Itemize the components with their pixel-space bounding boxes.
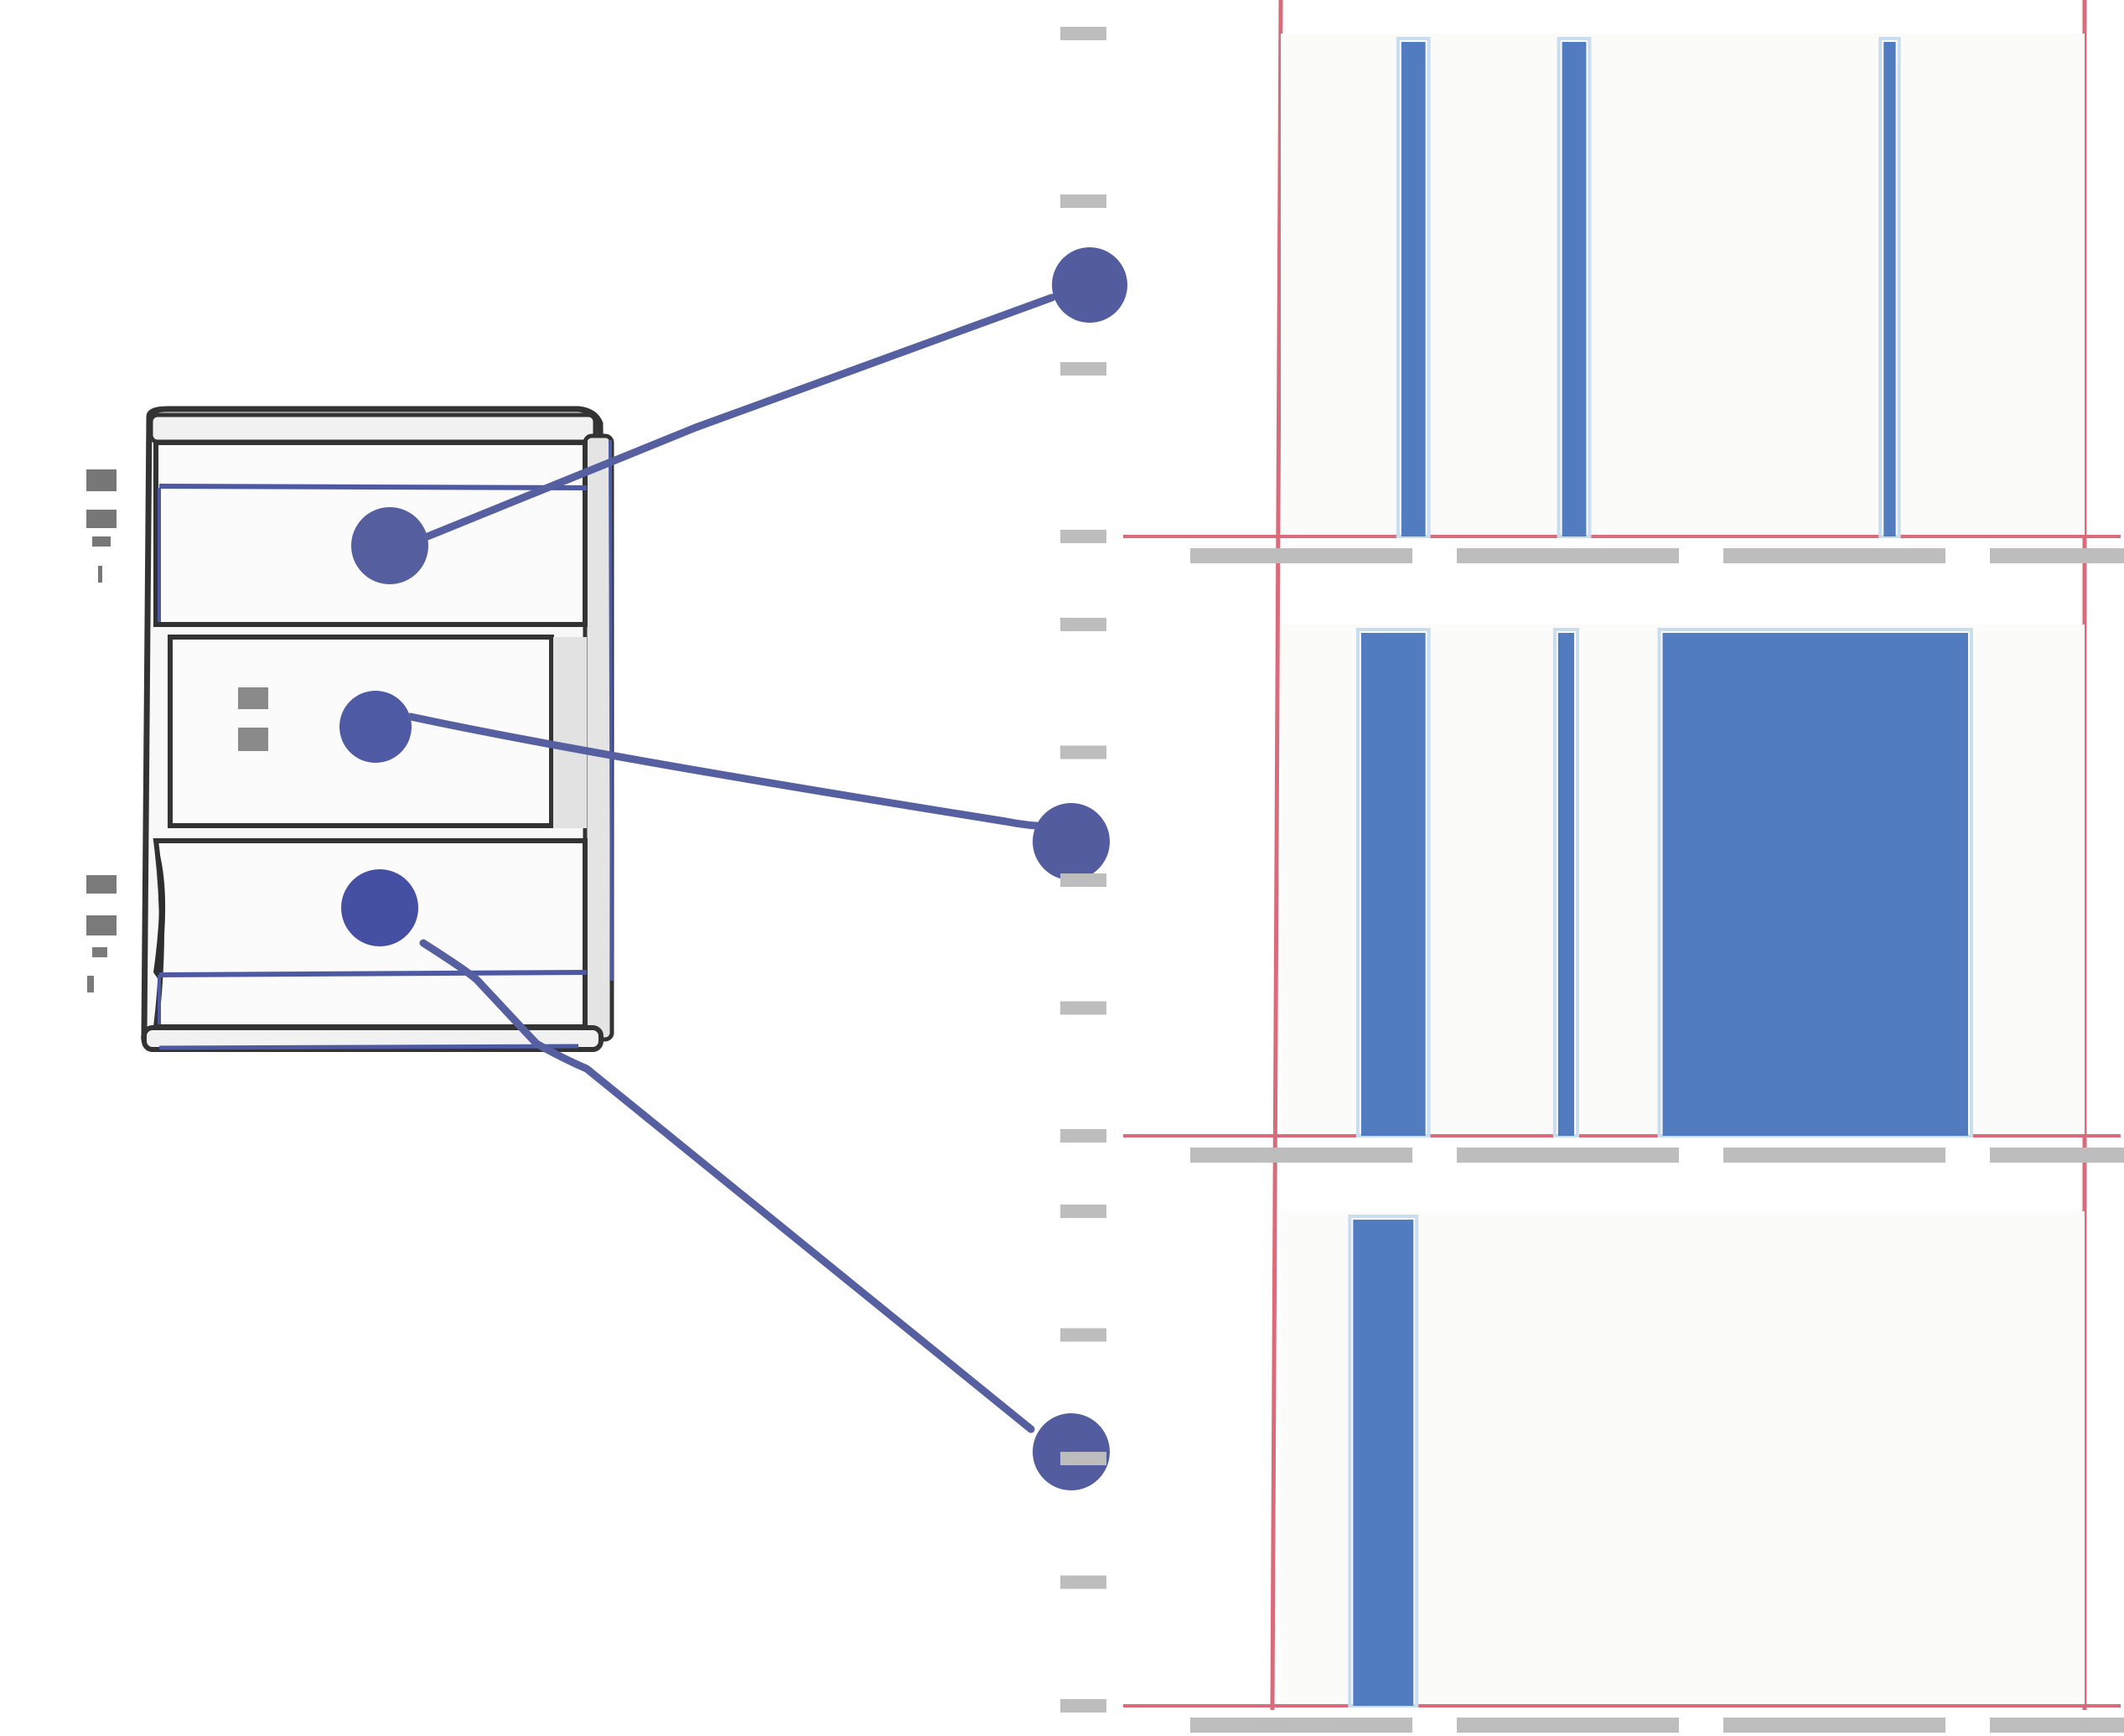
y-tick-label-2-5 <box>1060 618 1106 631</box>
bar-2-1 <box>1360 633 1426 1136</box>
chart-nodes <box>1033 247 1127 1490</box>
compartment-3-node <box>341 869 418 946</box>
device-left-label-1 <box>86 469 117 583</box>
device-left-label-2 <box>86 875 117 992</box>
x-tick-label-2-4 <box>1990 1148 2124 1163</box>
compartment-1-seam <box>158 484 588 490</box>
x-tick-label-2-2 <box>1457 1148 1679 1163</box>
compartment-1-node <box>351 507 428 584</box>
connectors <box>407 293 1073 1433</box>
y-tick-label-3-4 <box>1060 1328 1106 1342</box>
bar-1-1 <box>1401 42 1426 536</box>
bar-2-3 <box>1662 633 1968 1136</box>
chart-panels <box>1060 0 2124 1733</box>
x-tick-label-3-4 <box>1990 1718 2124 1733</box>
chart-node-1 <box>1052 247 1127 323</box>
compartment-3-seam <box>158 970 588 977</box>
y-tick-label-3-1 <box>1060 1699 1106 1713</box>
y-tick-label-2-2 <box>1060 1001 1106 1015</box>
connector-1 <box>423 293 1056 541</box>
bar-1-2 <box>1562 42 1587 536</box>
x-tick-label-1-4 <box>1990 548 2124 563</box>
device-bottom-line <box>158 1044 579 1050</box>
x-tick-label-1-3 <box>1723 548 1945 563</box>
y-tick-label-2-3 <box>1060 873 1106 887</box>
device-side-panel <box>583 433 614 1042</box>
x-tick-label-3-3 <box>1723 1718 1945 1733</box>
device-center-label <box>238 687 268 751</box>
device-top-cap <box>148 412 598 444</box>
chart-frame-left <box>1270 0 1283 1711</box>
device-side-blue-line <box>609 439 614 982</box>
bar-1-3 <box>1883 42 1896 536</box>
device-bottom-cap <box>142 1025 604 1052</box>
compartment-3-left-bulge <box>153 841 166 981</box>
x-tick-label-2-3 <box>1723 1148 1945 1163</box>
y-tick-label-2-4 <box>1060 745 1106 759</box>
y-tick-label-3-2 <box>1060 1575 1106 1589</box>
bar-2-2 <box>1557 633 1575 1136</box>
x-tick-label-1-1 <box>1190 548 1412 563</box>
x-tick-label-3-2 <box>1457 1718 1679 1733</box>
compartment-2-side <box>553 637 587 828</box>
x-tick-label-3-1 <box>1190 1718 1412 1733</box>
y-tick-label-1-4 <box>1060 27 1106 40</box>
chart-node-2 <box>1033 803 1110 880</box>
y-tick-label-3-3 <box>1060 1452 1106 1465</box>
compartment-2-node <box>339 691 412 763</box>
connector-3 <box>419 939 1035 1433</box>
connector-2 <box>407 713 1073 831</box>
plot-area-3 <box>1281 1211 2085 1706</box>
y-tick-label-3-5 <box>1060 1205 1106 1218</box>
y-tick-label-1-1 <box>1060 530 1106 543</box>
chart-panel-1 <box>1060 27 2124 563</box>
device <box>86 406 614 1052</box>
chart-panel-3 <box>1060 1205 2124 1733</box>
y-tick-label-2-1 <box>1060 1129 1106 1143</box>
x-tick-label-1-2 <box>1457 548 1679 563</box>
y-tick-label-1-3 <box>1060 194 1106 208</box>
bar-3-1 <box>1353 1220 1414 1706</box>
x-tick-label-2-1 <box>1190 1148 1412 1163</box>
chart-panel-2 <box>1060 618 2124 1163</box>
y-tick-label-1-2 <box>1060 362 1106 376</box>
